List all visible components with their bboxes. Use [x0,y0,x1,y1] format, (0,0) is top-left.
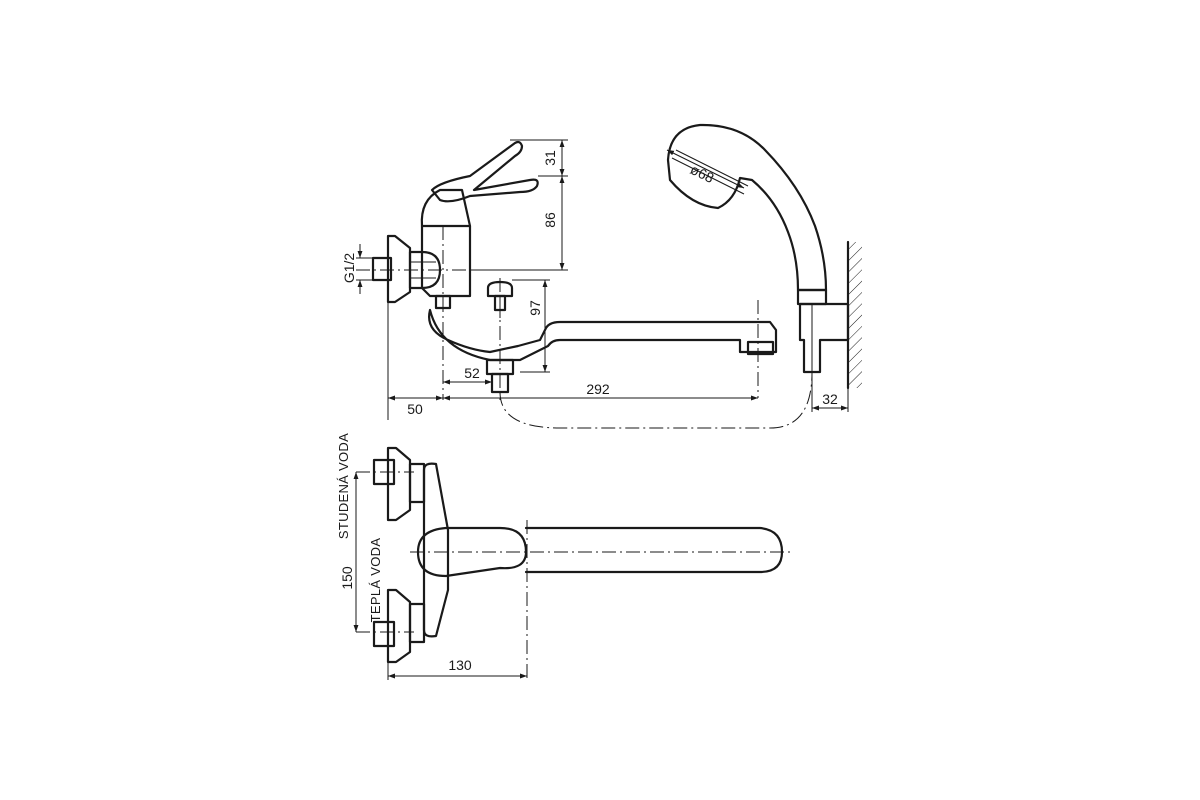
dim-wall-offset: 50 [407,401,423,417]
dimensions-top [353,472,527,680]
hand-shower-side [666,123,828,292]
wall-connection-side [371,234,442,304]
cold-connection-top [372,446,426,522]
lever-side [430,140,539,203]
dim-spout-length: 292 [586,381,610,397]
spout-side [428,280,778,394]
label-cold-water: STUDENÁ VODA [336,433,351,539]
side-view: 31 86 G1/2 97 52 292 50 32 ø68 [341,123,862,429]
dim-lever-height: 31 [542,150,558,166]
dim-holder-offset: 32 [822,391,838,407]
mixer-body-side [420,188,472,310]
dim-thread: G1/2 [341,253,357,284]
shower-holder-side [796,240,862,390]
dim-shower-diameter: ø68 [688,161,717,186]
mixer-body-top [416,462,784,638]
centerlines-top [356,471,790,680]
dim-depth: 130 [448,657,472,673]
dim-connection-spacing: 150 [339,566,355,590]
dimensions-side [356,139,849,420]
label-hot-water: TEPLÁ VODA [368,538,383,623]
centerlines-side [356,226,813,429]
dim-body-height: 86 [542,212,558,228]
dim-spout-height: 97 [527,300,543,316]
top-view: STUDENÁ VODA TEPLÁ VODA 150 130 [336,433,790,680]
dim-spout-gap: 52 [464,365,480,381]
